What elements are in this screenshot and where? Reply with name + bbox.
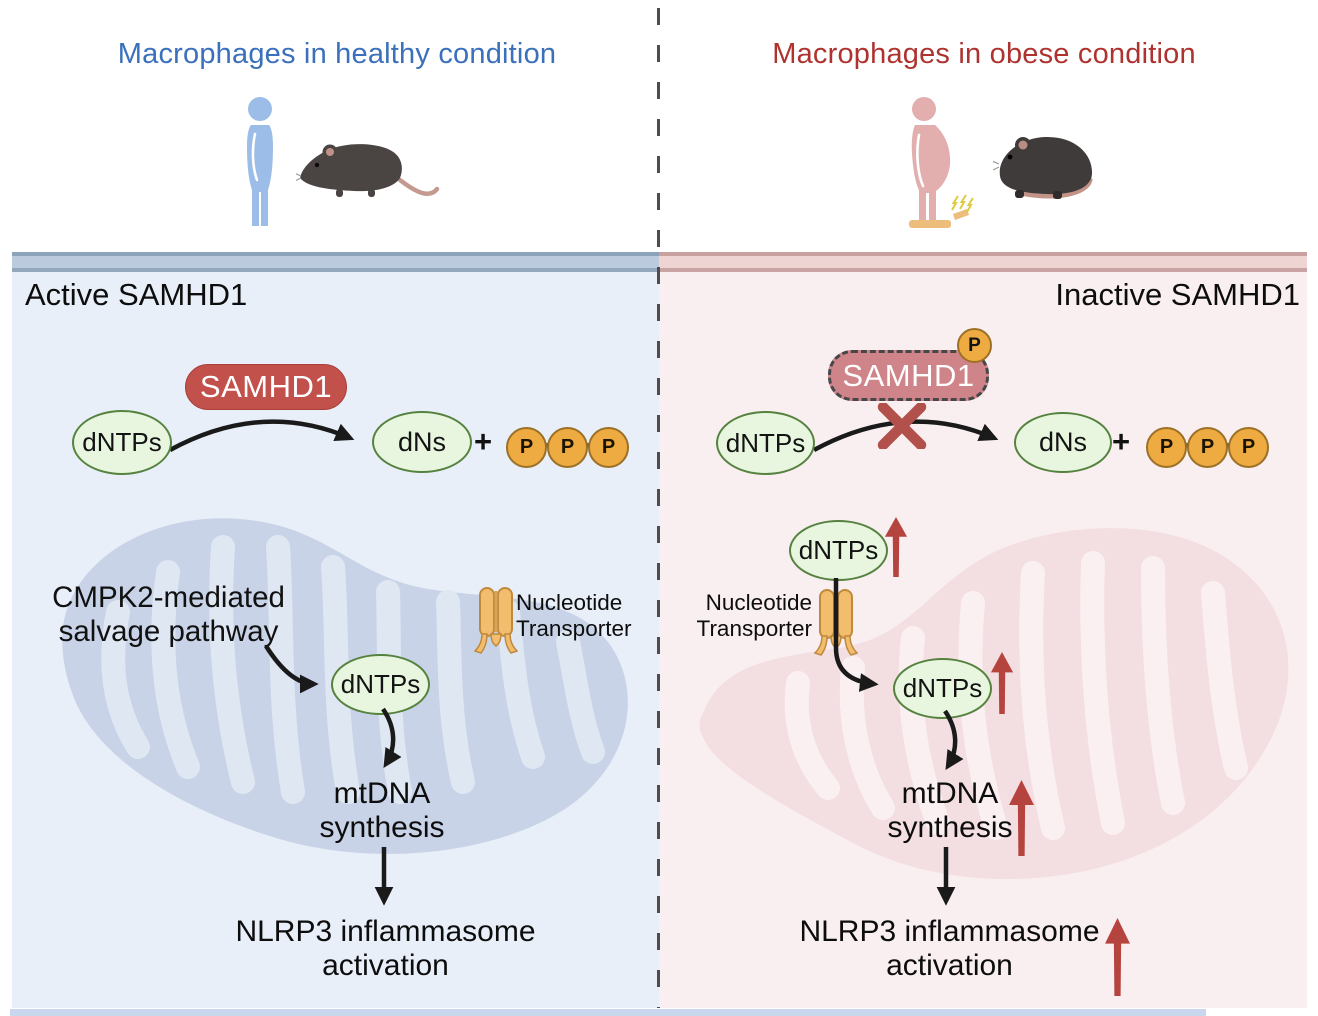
mouse-tail <box>397 177 440 197</box>
mouse-eye <box>1007 154 1013 160</box>
mitochondrion-cristae <box>784 551 1248 840</box>
mtdna-line2: synthesis <box>887 810 1013 844</box>
increase-arrow-icon <box>1105 918 1130 996</box>
mouse-body <box>300 144 402 192</box>
phosphate-circle: P <box>1146 427 1187 468</box>
nlrp3-label: NLRP3 inflammasome activation <box>777 915 1122 982</box>
scale-platform <box>909 220 951 228</box>
mouse-leg <box>1015 190 1024 198</box>
bottom-bar <box>10 1009 1206 1016</box>
mouse-tail <box>1018 177 1093 199</box>
mtdna-line1: mtDNA <box>901 777 999 810</box>
plus-sign: + <box>474 424 493 459</box>
membrane-bar-obese <box>659 252 1307 272</box>
obese-human-icon <box>911 97 951 224</box>
mito-dntps-ellipse: dNTPs <box>893 658 992 719</box>
obese-mouse-icon <box>993 136 1093 199</box>
phosphate-circle: P <box>547 427 588 468</box>
spark-icon <box>959 194 967 210</box>
mouse-whiskers <box>993 160 1000 171</box>
healthy-mouse-icon <box>296 144 440 197</box>
human-body <box>911 125 951 224</box>
salvage-line2: salvage pathway <box>58 615 279 648</box>
mouse-leg <box>336 189 343 197</box>
mtdna-line2: synthesis <box>319 810 445 844</box>
nucleotide-transporter-icon <box>474 587 518 654</box>
salvage-arrow <box>264 644 319 694</box>
increase-arrow-icon <box>884 517 908 577</box>
healthy-title: Macrophages in healthy condition <box>117 38 557 70</box>
dns-product-ellipse: dNs <box>1014 412 1112 473</box>
divider-dashed-line <box>657 8 660 1008</box>
mouse-leg <box>368 189 375 197</box>
human-head <box>248 97 272 121</box>
dntps-substrate-ellipse: dNTPs <box>72 410 172 475</box>
transporter-label: Nucleotide Transporter <box>516 590 646 641</box>
mouse-eye <box>314 162 320 168</box>
obese-title: Macrophages in obese condition <box>772 38 1196 70</box>
salvage-line1: CMPK2-mediated <box>52 581 285 614</box>
transporter-line2: Transporter <box>516 615 632 641</box>
spark-icon <box>951 195 959 211</box>
broken-scale-icon <box>909 194 974 228</box>
nlrp3-line2: activation <box>886 948 1013 982</box>
mtdna-label: mtDNA synthesis <box>850 777 1050 844</box>
reaction-arrow <box>168 419 355 452</box>
import-arrow <box>833 578 879 692</box>
mouse-body <box>999 136 1093 195</box>
human-body <box>247 125 273 226</box>
transporter-line1: Nucleotide <box>516 590 623 615</box>
mtdna-to-nlrp3-arrow <box>936 847 956 906</box>
human-head <box>912 97 936 121</box>
mouse-ear-inner <box>1018 140 1028 150</box>
mitochondrion-body <box>699 528 1289 880</box>
human-arm-outline <box>251 132 259 182</box>
nlrp3-line1: NLRP3 inflammasome <box>235 915 536 948</box>
dntps-to-mtdna-arrow <box>381 707 402 769</box>
healthy-human-icon <box>247 97 273 226</box>
mtdna-line1: mtDNA <box>333 777 431 810</box>
phosphate-circle: P <box>506 427 547 468</box>
dntps-to-mtdna-arrow <box>943 709 964 771</box>
nlrp3-line2: activation <box>322 948 449 982</box>
inhibition-x-icon <box>877 403 927 449</box>
nlrp3-label: NLRP3 inflammasome activation <box>213 915 558 982</box>
mouse-whiskers <box>296 173 302 182</box>
mtdna-label: mtDNA synthesis <box>282 777 482 844</box>
increase-arrow-icon <box>1009 780 1034 856</box>
transporter-label: Nucleotide Transporter <box>690 590 812 641</box>
phospho-badge: P <box>957 328 992 363</box>
membrane-bar-healthy <box>12 252 659 272</box>
spark-icon <box>966 197 974 213</box>
samhd1-pill-active: SAMHD1 <box>185 364 347 410</box>
cyto-dntps-ellipse: dNTPs <box>789 520 888 581</box>
mito-dntps-ellipse: dNTPs <box>331 654 430 715</box>
dns-product-ellipse: dNs <box>372 411 472 473</box>
heading-active-samhd1: Active SAMHD1 <box>25 277 248 312</box>
scale-broken-piece <box>953 209 969 220</box>
mouse-ear-inner <box>326 148 334 156</box>
phosphate-circle: P <box>1187 427 1228 468</box>
phosphate-circle: P <box>588 427 629 468</box>
mtdna-to-nlrp3-arrow <box>374 847 394 906</box>
heading-inactive-samhd1: Inactive SAMHD1 <box>1055 277 1300 312</box>
transporter-line2: Transporter <box>696 615 812 641</box>
human-arm-outline <box>916 133 925 188</box>
increase-arrow-icon <box>990 652 1014 714</box>
transporter-line1: Nucleotide <box>705 590 812 615</box>
plus-sign: + <box>1112 424 1131 459</box>
mouse-leg <box>1053 191 1062 199</box>
mitochondrion-obese-icon <box>699 528 1289 880</box>
phosphate-circle: P <box>1228 427 1269 468</box>
nlrp3-line1: NLRP3 inflammasome <box>799 915 1100 948</box>
salvage-pathway-label: CMPK2-mediated salvage pathway <box>26 581 311 649</box>
dntps-substrate-ellipse: dNTPs <box>716 411 815 475</box>
